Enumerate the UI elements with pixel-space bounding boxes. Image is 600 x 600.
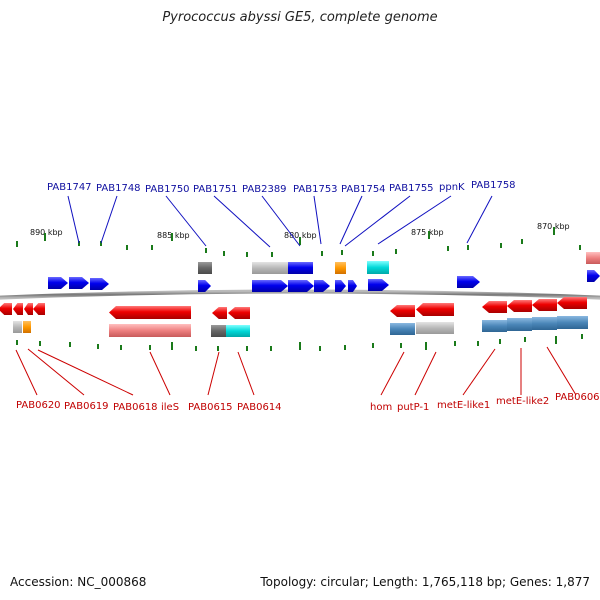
- gene-label-pab0615[interactable]: PAB0615: [188, 402, 233, 413]
- gene-features: [0, 252, 600, 337]
- gene-label-pab1758[interactable]: PAB1758: [471, 180, 516, 191]
- feature-steel-mete-like2[interactable]: [532, 317, 557, 330]
- gene-arrow-mete-like1a[interactable]: [482, 301, 507, 313]
- gene-arrow-edge[interactable]: [587, 270, 600, 282]
- gene-arrow-pab2389[interactable]: [288, 280, 314, 292]
- feature-gray-pab1751[interactable]: [252, 262, 288, 274]
- gene-arrow-mete-like2[interactable]: [532, 299, 557, 311]
- feature-dark-pab0615[interactable]: [211, 325, 226, 337]
- genome-backbone: [0, 289, 600, 300]
- gene-arrow-pab1755[interactable]: [348, 280, 357, 292]
- gene-label-hom[interactable]: hom: [370, 402, 392, 413]
- scale-label-880: 880 kbp: [284, 231, 317, 240]
- gene-label-mete-like1[interactable]: metE-like1: [437, 400, 490, 411]
- feature-gray-pab0620[interactable]: [13, 321, 22, 333]
- gene-arrow-pab0618[interactable]: [33, 303, 45, 315]
- gene-arrow-pab1751[interactable]: [252, 280, 288, 292]
- gene-label-pab1751[interactable]: PAB1751: [193, 184, 238, 195]
- feature-orange-pab1754[interactable]: [335, 262, 346, 274]
- scale-label-885: 885 kbp: [157, 231, 190, 240]
- top-gene-labels: PAB1747 PAB1748 PAB1750 PAB1751 PAB2389 …: [47, 180, 516, 195]
- gene-label-iles[interactable]: ileS: [161, 402, 179, 413]
- feature-steel-mete-like1b[interactable]: [507, 318, 532, 331]
- bottom-gene-labels: PAB0620 PAB0619 PAB0618 ileS PAB0615 PAB…: [16, 392, 600, 413]
- gene-arrow-hom[interactable]: [390, 305, 415, 317]
- gene-label-putp-1[interactable]: putP-1: [397, 402, 429, 413]
- gene-label-mete-like2[interactable]: metE-like2: [496, 396, 549, 407]
- gene-arrow-mete-like1b[interactable]: [507, 300, 532, 312]
- feature-orange-pab0619[interactable]: [23, 321, 31, 333]
- gene-label-pab1750[interactable]: PAB1750: [145, 184, 190, 195]
- feature-cyan-pab0614[interactable]: [226, 325, 250, 337]
- gene-arrow-pab0619[interactable]: [24, 303, 33, 315]
- gene-arrow-pab1754[interactable]: [335, 280, 346, 292]
- gene-arrow-pab1758[interactable]: [457, 276, 480, 288]
- feature-cyan-ppnk[interactable]: [367, 261, 389, 274]
- gene-label-pab1748[interactable]: PAB1748: [96, 183, 141, 194]
- gene-label-pab0614[interactable]: PAB0614: [237, 402, 282, 413]
- gene-arrow-pab1747[interactable]: [48, 277, 68, 289]
- gene-arrow-pab1750[interactable]: [198, 280, 211, 292]
- gene-arrow-edge-left[interactable]: [0, 303, 12, 315]
- scale-ticks: [16, 227, 583, 351]
- scale-label-890: 890 kbp: [30, 228, 63, 237]
- gene-arrow-putp-1[interactable]: [416, 303, 454, 316]
- gene-arrow-pab0606[interactable]: [557, 297, 587, 309]
- gene-arrow-pab1753[interactable]: [314, 280, 330, 292]
- gene-label-pab1747[interactable]: PAB1747: [47, 182, 92, 193]
- gene-arrow-pab1748b[interactable]: [90, 278, 109, 290]
- feature-gray-putp-1[interactable]: [416, 322, 454, 334]
- gene-label-pab0606[interactable]: PAB0606: [555, 392, 600, 403]
- gene-arrow-pab1748a[interactable]: [69, 277, 89, 289]
- scale-label-870: 870 kbp: [537, 222, 570, 231]
- feature-pink-iles[interactable]: [109, 324, 191, 337]
- gene-label-pab0618[interactable]: PAB0618: [113, 402, 158, 413]
- gene-label-pab1755[interactable]: PAB1755: [389, 183, 434, 194]
- gene-arrow-iles[interactable]: [109, 306, 191, 319]
- gene-label-pab0619[interactable]: PAB0619: [64, 401, 109, 412]
- gene-label-pab1754[interactable]: PAB1754: [341, 184, 386, 195]
- feature-steel-pab0606[interactable]: [557, 316, 588, 329]
- scale-label-875: 875 kbp: [411, 228, 444, 237]
- feature-steel-hom[interactable]: [390, 323, 415, 335]
- gene-label-pab1753[interactable]: PAB1753: [293, 184, 338, 195]
- feature-steel-mete-like1a[interactable]: [482, 320, 507, 332]
- gene-arrow-pab0614[interactable]: [228, 307, 250, 319]
- bottom-leader-lines: [15, 346, 577, 396]
- feature-pink-edge[interactable]: [586, 252, 600, 264]
- gene-label-pab2389[interactable]: PAB2389: [242, 184, 287, 195]
- accession-text: Accession: NC_000868: [10, 575, 147, 589]
- gene-arrow-pab0615[interactable]: [212, 307, 227, 319]
- genome-summary-text: Topology: circular; Length: 1,765,118 bp…: [260, 575, 590, 589]
- gene-arrow-pab0620[interactable]: [13, 303, 23, 315]
- gene-label-pab0620[interactable]: PAB0620: [16, 400, 61, 411]
- map-title: Pyrococcus abyssi GE5, complete genome: [162, 10, 438, 25]
- feature-dark-pab1750[interactable]: [198, 262, 212, 274]
- gene-arrow-ppnk[interactable]: [368, 279, 389, 291]
- gene-label-ppnk[interactable]: ppnK: [439, 182, 465, 193]
- feature-blue-pab2389[interactable]: [288, 262, 313, 274]
- top-leader-lines: [67, 195, 493, 248]
